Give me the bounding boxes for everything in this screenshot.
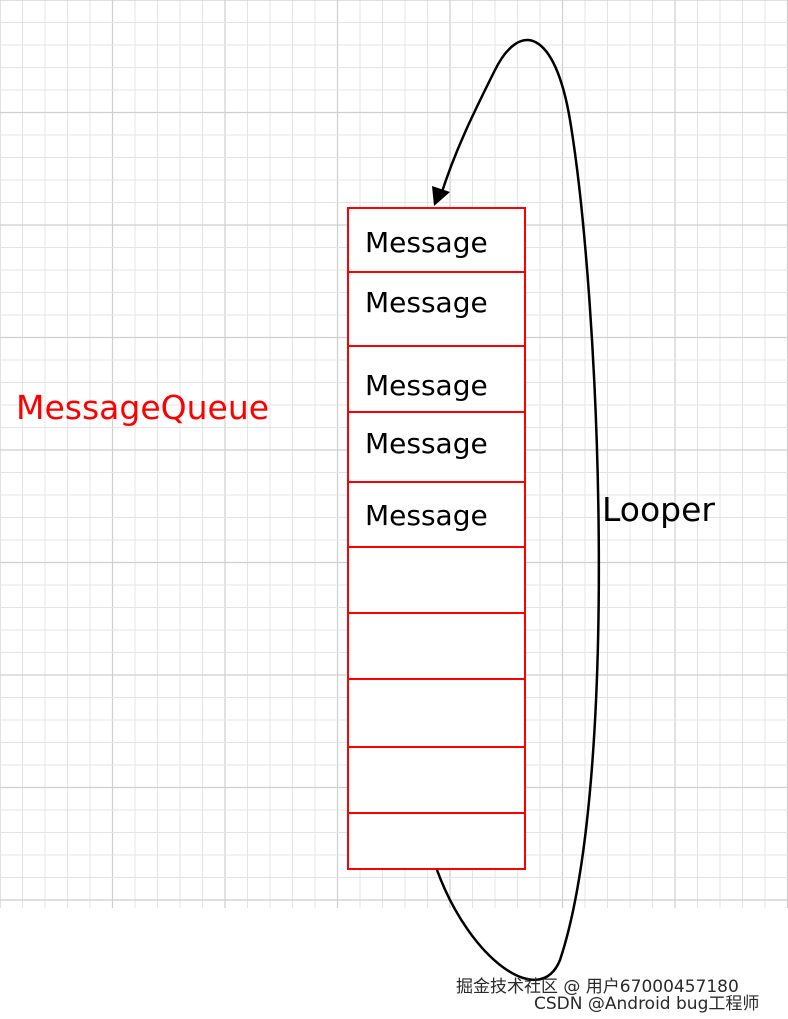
looper-label: Looper	[602, 490, 716, 529]
message-label: Message	[365, 286, 488, 319]
queue-cell: Message	[347, 411, 526, 483]
queue-cell: Message	[347, 207, 526, 273]
message-label: Message	[365, 499, 488, 532]
queue-cell: Message	[347, 345, 526, 413]
message-label: Message	[365, 226, 488, 259]
message-queue-label: MessageQueue	[16, 388, 270, 427]
queue-cell: Message	[347, 271, 526, 347]
message-label: Message	[365, 369, 488, 402]
queue-cell	[347, 612, 526, 680]
queue-cell	[347, 812, 526, 870]
queue-cell	[347, 746, 526, 814]
watermark-line-2: CSDN @Android bug工程师	[534, 994, 760, 1014]
message-queue: Message Message Message Message Message	[347, 207, 526, 870]
queue-cell	[347, 678, 526, 748]
message-label: Message	[365, 427, 488, 460]
queue-cell	[347, 546, 526, 614]
watermark-line-1: 掘金技术社区 @ 用户67000457180	[456, 977, 739, 997]
queue-cell: Message	[347, 481, 526, 548]
